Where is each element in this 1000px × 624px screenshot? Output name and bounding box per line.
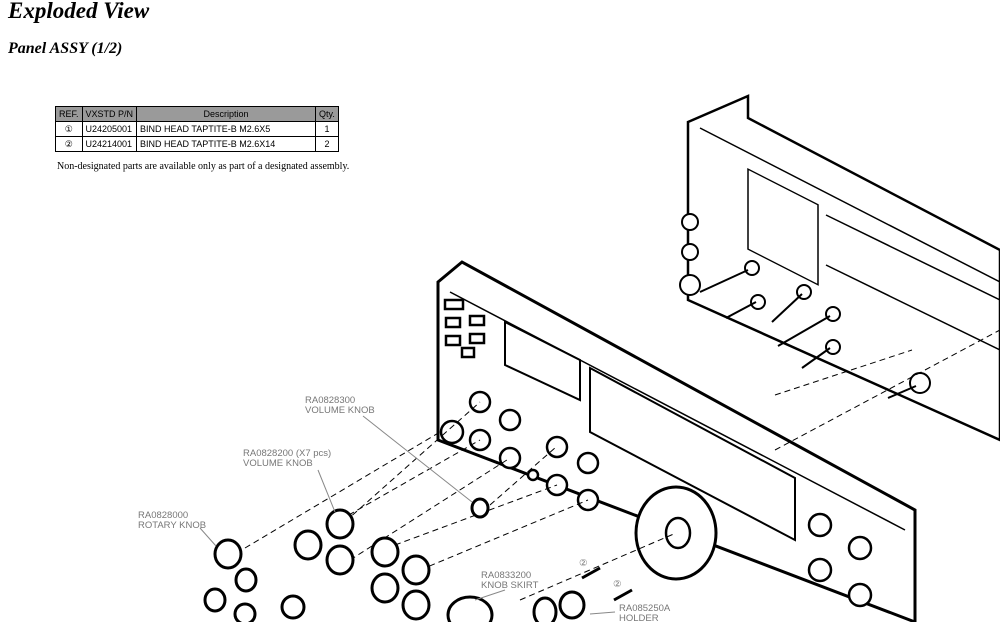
cell-qty: 1 xyxy=(315,121,339,137)
callout-part-number: RA085250A xyxy=(619,603,671,614)
parts-note: Non-designated parts are available only … xyxy=(57,161,350,172)
screw-ref-label: ② xyxy=(613,579,622,590)
callout-part-number: RA0828300 xyxy=(305,395,356,406)
col-pn: VXSTD P/N xyxy=(81,106,138,122)
callout-volume-knob-x7: RA0828200 (X7 pcs) VOLUME KNOB xyxy=(243,449,331,469)
leader-lines xyxy=(199,415,616,615)
col-qty: Qty. xyxy=(315,106,339,122)
screw-ref-label: ② xyxy=(579,558,588,569)
table-header-row: REF. VXSTD P/N Description Qty. xyxy=(55,106,339,122)
assembly-lines xyxy=(244,329,1000,601)
callout-part-number: RA0828000 xyxy=(138,510,189,521)
callout-knob-skirt: RA0833200 KNOB SKIRT xyxy=(481,571,538,591)
cell-qty: 2 xyxy=(315,136,339,152)
cell-ref: ② xyxy=(55,136,83,152)
front-panel xyxy=(436,260,917,622)
front-panel-controls xyxy=(439,298,873,608)
cell-description: BIND HEAD TAPTITE-B M2.6X14 xyxy=(136,136,317,152)
callout-part-name: VOLUME KNOB xyxy=(243,458,313,469)
callout-part-number: RA0828200 (X7 pcs) xyxy=(243,448,332,459)
rear-chassis xyxy=(686,94,1000,442)
callout-part-name: KNOB SKIRT xyxy=(481,580,539,591)
parts-table: REF. VXSTD P/N Description Qty. ① U24205… xyxy=(55,106,339,152)
callout-part-number: RA0833200 xyxy=(481,570,532,581)
knobs xyxy=(203,497,633,622)
callout-part-name: ROTARY KNOB xyxy=(138,520,207,531)
callout-part-name: HOLDER xyxy=(619,613,659,624)
callout-holder: RA085250A HOLDER xyxy=(619,604,670,624)
table-row: ② U24214001 BIND HEAD TAPTITE-B M2.6X14 … xyxy=(55,136,339,152)
callout-volume-knob: RA0828300 VOLUME KNOB xyxy=(305,396,375,416)
callout-rotary-knob: RA0828000 ROTARY KNOB xyxy=(138,511,206,531)
cell-pn: U24214001 xyxy=(81,136,138,152)
col-description: Description xyxy=(136,106,317,122)
rear-shafts xyxy=(679,213,931,399)
callout-part-name: VOLUME KNOB xyxy=(305,405,375,416)
page-title: Exploded View xyxy=(8,0,150,23)
section-title: Panel ASSY (1/2) xyxy=(8,40,123,57)
table-row: ① U24205001 BIND HEAD TAPTITE-B M2.6X5 1 xyxy=(55,121,339,137)
